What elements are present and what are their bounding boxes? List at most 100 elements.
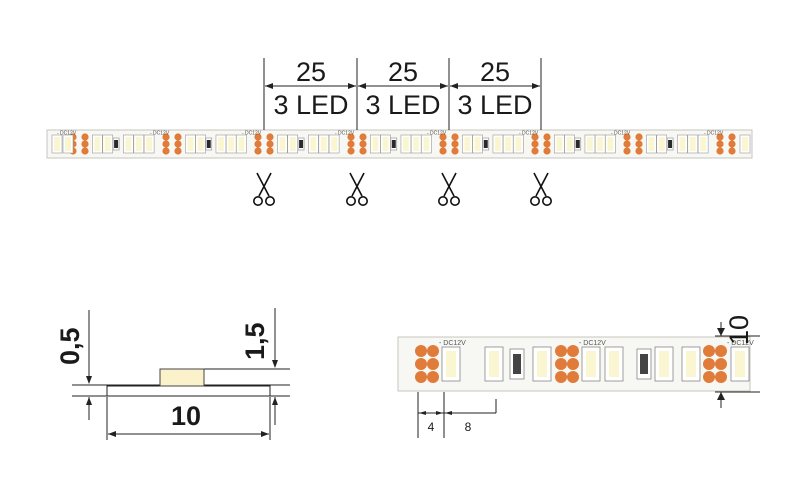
dim-arrow — [445, 411, 452, 415]
segment-length-label: 25 — [388, 57, 418, 87]
solder-pad — [427, 371, 439, 383]
solder-pad — [567, 371, 579, 383]
scissors-handle — [450, 196, 460, 206]
resistor — [297, 137, 305, 151]
led-chip — [51, 134, 63, 154]
led-emitter — [65, 137, 71, 151]
solder-pad-cluster — [531, 133, 551, 155]
scissors-handle — [253, 196, 263, 206]
led-chip — [133, 134, 145, 154]
led-chip — [195, 134, 206, 154]
pcb-voltage-marking: - DC12V — [335, 131, 355, 137]
solder-pad — [81, 147, 89, 155]
solder-pad — [623, 133, 631, 141]
solder-pad — [567, 345, 579, 357]
solder-pad — [555, 358, 567, 370]
led-emitter — [382, 137, 389, 151]
solder-pad-cluster — [415, 345, 439, 383]
solder-pad — [703, 371, 715, 383]
led-emitter — [104, 137, 111, 151]
scissors-blade — [535, 172, 549, 197]
led-chip — [484, 346, 504, 382]
led-emitter — [556, 137, 563, 151]
led-emitter — [446, 351, 456, 377]
pcb-voltage-marking: - DC12V — [427, 131, 447, 137]
led-emitter — [217, 137, 224, 151]
solder-pad-cluster — [439, 133, 459, 155]
led-chip — [730, 346, 750, 382]
pitch-first-label: 4 — [428, 420, 435, 434]
solder-pad — [266, 133, 274, 141]
strip-profile: 0,5 1,5 10 — [55, 308, 290, 440]
scissors-icon — [253, 172, 275, 206]
dim-arrow — [108, 431, 116, 437]
resistor-body — [575, 140, 580, 148]
led-chip — [554, 134, 565, 154]
scissors-handle — [542, 196, 552, 206]
led-emitter — [228, 137, 235, 151]
led-emitter — [197, 137, 204, 151]
pcb-voltage-marking: - DC12V — [704, 131, 724, 137]
led-emitter — [187, 137, 194, 151]
solder-pad — [359, 147, 367, 155]
led-chip — [472, 134, 483, 154]
led-emitter — [413, 137, 420, 151]
led-emitter — [331, 137, 338, 151]
solder-pad — [81, 133, 89, 141]
led-chip — [410, 134, 422, 154]
led-emitter — [742, 137, 748, 151]
solder-pad — [567, 358, 579, 370]
led-emitter — [372, 137, 379, 151]
led-chip — [421, 134, 432, 154]
solder-pad — [359, 133, 367, 141]
profile-led — [159, 368, 205, 387]
dim-arrow — [419, 411, 426, 415]
scissors-handle — [265, 196, 275, 206]
led-emitter — [659, 351, 669, 377]
led-chip — [277, 134, 288, 154]
scissors-handle — [438, 196, 448, 206]
scissors-icon — [530, 172, 552, 206]
solder-pad — [347, 140, 355, 148]
scissors-icon — [438, 172, 460, 206]
led-emitter — [537, 351, 547, 377]
scissors-blade — [443, 172, 457, 197]
solder-pad — [266, 140, 274, 148]
led-chip — [687, 134, 699, 154]
led-chip — [492, 134, 504, 154]
led-emitter — [609, 351, 619, 377]
solder-pad — [623, 140, 631, 148]
led-chip — [604, 346, 624, 382]
solder-pad — [415, 358, 427, 370]
led-chip — [102, 134, 114, 154]
pcb-voltage-marking: - DC12V — [579, 340, 606, 347]
solder-pad — [531, 133, 539, 141]
resistor-body — [114, 140, 119, 148]
pcb-voltage-marking: - DC12V — [727, 340, 754, 347]
led-emitter — [279, 137, 286, 151]
profile-width-label: 10 — [171, 401, 201, 431]
led-chip — [225, 134, 237, 154]
strip-width-label: 10 — [724, 315, 754, 345]
led-emitter — [54, 137, 60, 151]
led-emitter — [566, 137, 573, 151]
solder-pad — [81, 140, 89, 148]
led-emitter — [135, 137, 142, 151]
pitch-second-label: 8 — [465, 420, 472, 434]
solder-pad — [451, 140, 459, 148]
solder-pad — [174, 133, 182, 141]
scissors-handle — [530, 196, 540, 206]
resistor-body — [299, 140, 304, 148]
scissors-handle — [346, 196, 356, 206]
solder-pad — [543, 147, 551, 155]
led-chip — [697, 134, 709, 154]
solder-pad — [415, 345, 427, 357]
solder-pad — [623, 147, 631, 155]
led-chip — [318, 134, 330, 154]
led-chip — [502, 134, 514, 154]
segment-led-count-label: 3 LED — [365, 90, 440, 120]
led-chip — [441, 346, 461, 382]
solder-pad — [635, 133, 643, 141]
solder-pad — [266, 147, 274, 155]
solder-pad — [728, 133, 736, 141]
